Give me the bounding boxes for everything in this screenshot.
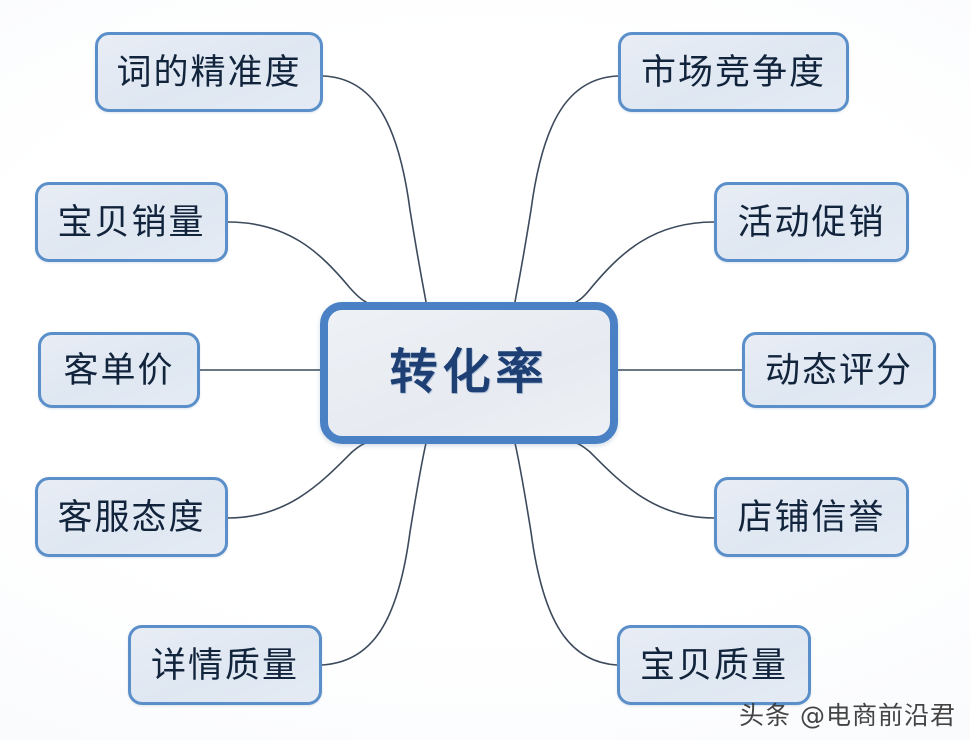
branch-node-word-precision[interactable]: 词的精准度 bbox=[95, 32, 323, 112]
branch-node-detail-quality[interactable]: 详情质量 bbox=[128, 625, 322, 705]
branch-node-label: 详情质量 bbox=[150, 645, 299, 685]
branch-node-label: 宝贝销量 bbox=[57, 202, 206, 242]
connector-product-quality bbox=[514, 442, 618, 666]
connector-store-reputation bbox=[575, 442, 715, 519]
branch-node-label: 词的精准度 bbox=[116, 52, 302, 92]
branch-node-store-reputation[interactable]: 店铺信誉 bbox=[714, 477, 909, 557]
center-node-label: 转化率 bbox=[389, 346, 549, 399]
branch-node-label: 店铺信誉 bbox=[737, 497, 886, 537]
branch-node-label: 市场竞争度 bbox=[640, 52, 826, 92]
branch-node-product-quality[interactable]: 宝贝质量 bbox=[617, 625, 811, 705]
watermark-text: 头条 @电商前沿君 bbox=[739, 701, 956, 730]
branch-node-label: 宝贝质量 bbox=[639, 645, 788, 685]
branch-node-promotion-activity[interactable]: 活动促销 bbox=[714, 182, 909, 262]
center-node-conversion-rate[interactable]: 转化率 bbox=[320, 302, 618, 444]
branch-node-service-attitude[interactable]: 客服态度 bbox=[35, 477, 228, 557]
connector-market-competition bbox=[514, 75, 619, 303]
connector-word-precision bbox=[322, 75, 427, 303]
branch-node-product-sales[interactable]: 宝贝销量 bbox=[35, 182, 228, 262]
branch-node-average-order-value[interactable]: 客单价 bbox=[38, 332, 200, 408]
connector-detail-quality bbox=[321, 442, 427, 666]
connector-promotion-activity bbox=[575, 221, 715, 303]
connector-product-sales bbox=[227, 221, 367, 303]
branch-node-market-competition[interactable]: 市场竞争度 bbox=[618, 32, 849, 112]
connector-service-attitude bbox=[227, 442, 367, 519]
branch-node-label: 客单价 bbox=[63, 350, 175, 390]
branch-node-dynamic-rating[interactable]: 动态评分 bbox=[742, 332, 936, 408]
branch-node-label: 动态评分 bbox=[764, 350, 913, 390]
connector-lines bbox=[199, 75, 743, 666]
branch-node-label: 客服态度 bbox=[57, 497, 206, 537]
branch-node-label: 活动促销 bbox=[737, 202, 886, 242]
